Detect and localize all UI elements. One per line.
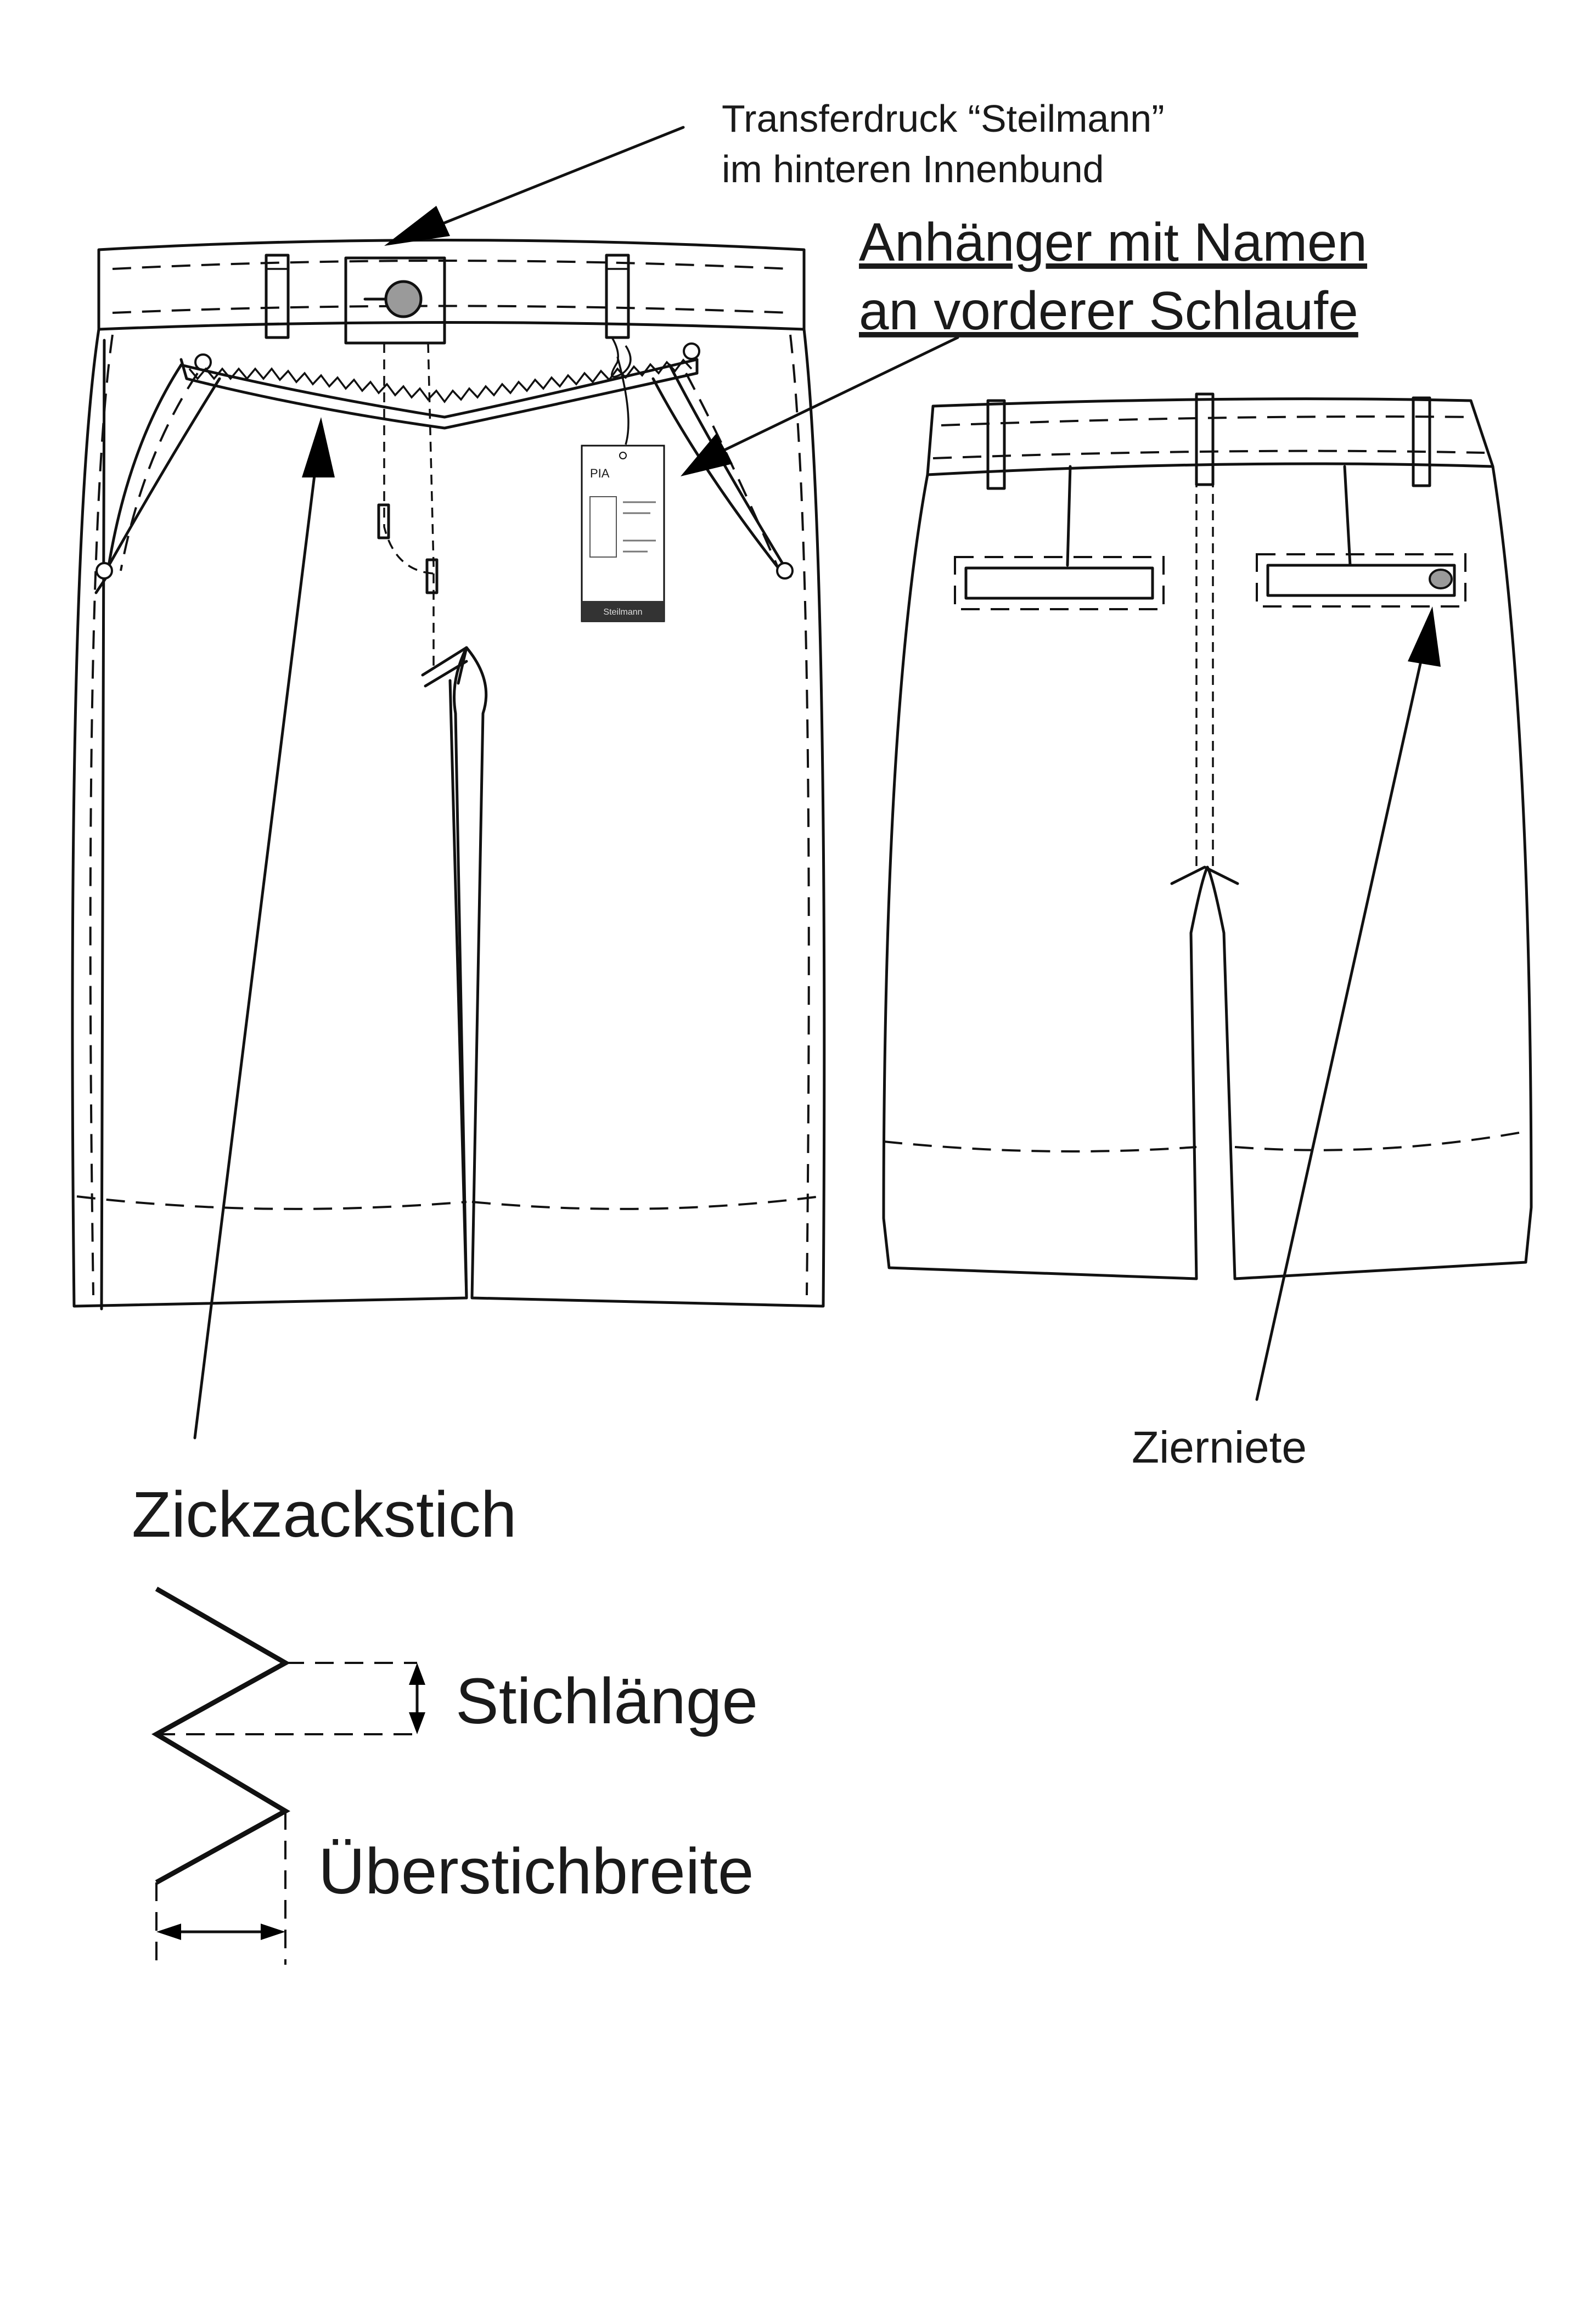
front-belt-loop-left [265,254,290,339]
front-hem-left [76,1195,467,1210]
hang-tag-name: PIA [590,466,610,480]
hang-tag-brand: Steilmann [603,608,642,617]
front-yoke [179,358,699,419]
back-rivet [1429,569,1453,589]
front-fly-stitch [383,343,434,575]
back-view-shorts [882,392,1533,1280]
front-waistband-tab [344,256,446,345]
zigzag-stitch-front [188,358,693,403]
front-hem-right [471,1195,821,1210]
front-view-shorts: PIA Steilmann [71,239,826,1311]
back-outline [882,465,1533,1280]
back-hem-left [883,1140,1197,1152]
label-rivet: Zierniete [1132,1423,1307,1472]
back-waistband [926,397,1494,476]
front-pocket-left [94,363,183,594]
callout-transfer-print [384,126,685,246]
label-transfer-print-line1: Transferdruck “Steilmann” [722,97,1165,140]
label-hang-tag-line1: Anhänger mit Namen [859,212,1367,272]
front-belt-loop-right [605,254,630,339]
hang-tag: PIA Steilmann [581,337,665,622]
legend-zigzag-line [151,1587,291,1885]
legend-stitch-width: Überstichbreite [318,1835,754,1908]
back-pocket-left [964,566,1154,600]
front-rivet-left [95,562,113,580]
back-belt-loop-right [1412,396,1431,487]
back-belt-loop-center [1195,392,1215,486]
legend-stitch-length: Stichlänge [456,1665,758,1738]
back-pocket-right [1266,564,1456,597]
label-hang-tag-line2: an vorderer Schlaufe [859,280,1358,341]
back-belt-loop-left [986,399,1006,490]
back-hem-right [1234,1129,1532,1151]
callout-zigzag [193,417,335,1440]
callout-hang-tag [681,336,959,476]
hang-tag-card [581,445,665,622]
legend-title: Zickzackstich [132,1478,517,1551]
front-button [384,280,423,318]
front-rivet-right [776,562,794,580]
label-transfer-print-line2: im hinteren Innenbund [722,148,1104,190]
front-waistband [97,239,806,331]
callout-rivet [1255,606,1441,1401]
zigzag-legend: Zickzackstich Stichlänge Überstichbreite [132,1478,758,1965]
